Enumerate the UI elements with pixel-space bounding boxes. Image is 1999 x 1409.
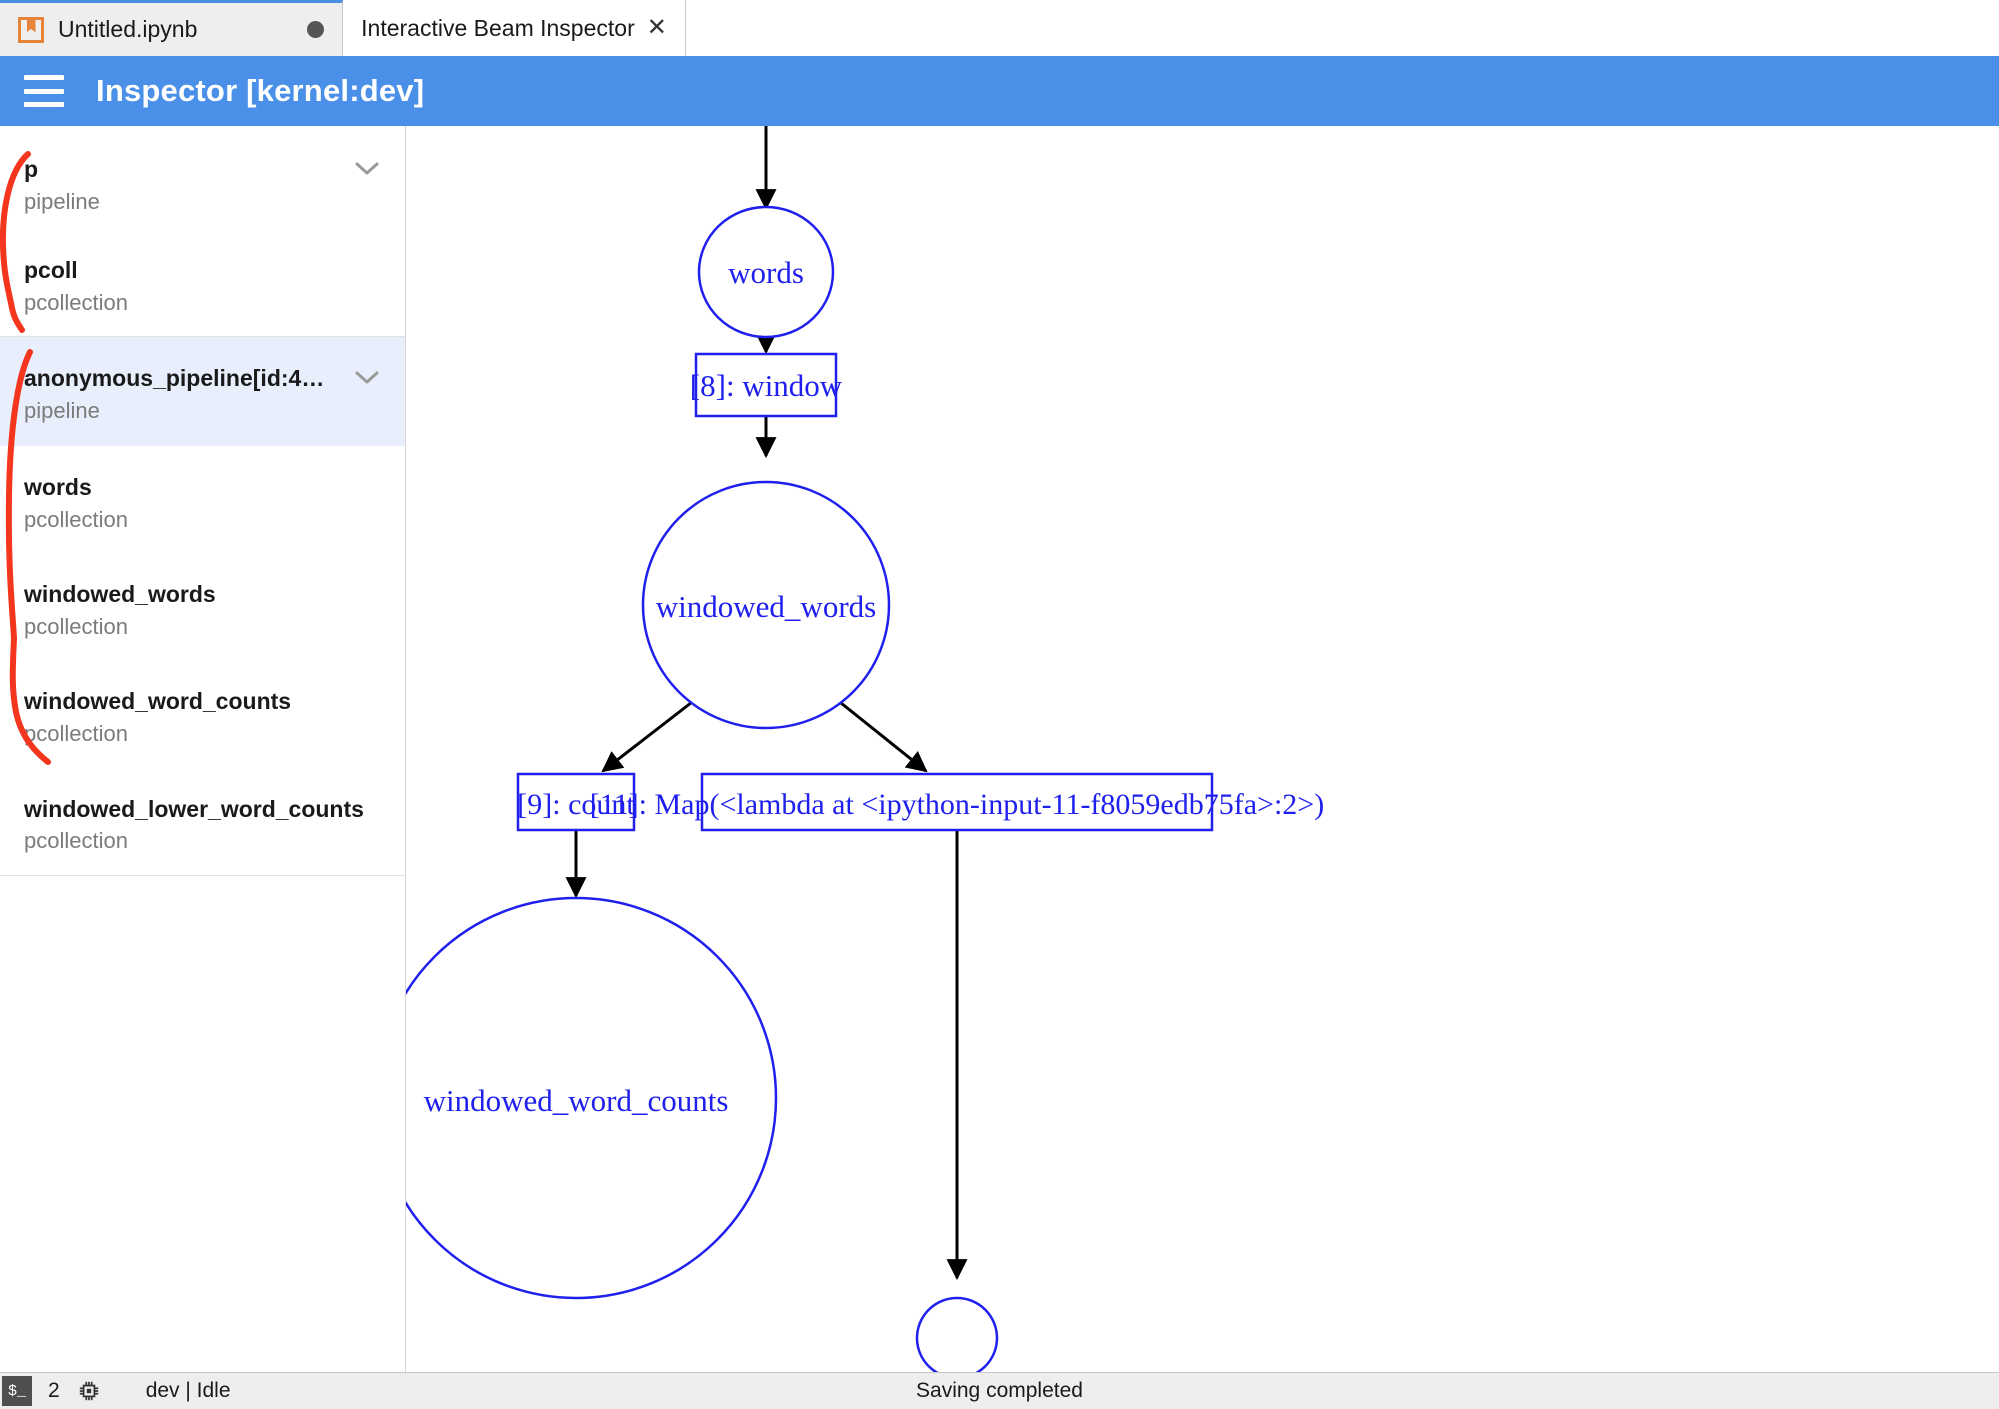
sidebar-item-p-type: pipeline [24,188,100,214]
sidebar-item-pcoll[interactable]: pcoll pcollection [0,235,405,336]
sidebar-item-anonymous-pipeline[interactable]: anonymous_pipeline[id:44516… pipeline [0,337,405,447]
graph-node-window-label: [8]: window [690,368,843,403]
sidebar-group-0: p pipeline pcoll pcollection [0,126,405,338]
sidebar-item-windowed-lower-word-counts-type: pcollection [24,828,128,854]
sidebar-item-windowed-words-type: pcollection [24,613,128,639]
edge-windowed-words-to-map [835,697,928,773]
sidebar-item-windowed-word-counts-name: windowed_word_counts [24,688,292,715]
pipeline-graph-canvas[interactable]: words [8]: window windowed_words [9]: co… [406,126,1999,1372]
graph-node-map-label: [11]: Map(<lambda at <ipython-input-11-f… [590,788,1324,821]
sidebar-item-windowed-word-counts-type: pcollection [24,721,128,747]
hamburger-bar-1 [24,75,64,80]
sidebar-item-windowed-lower-word-counts[interactable]: windowed_lower_word_counts pcollection [0,768,405,875]
sidebar-item-windowed-words[interactable]: windowed_words pcollection [0,553,405,660]
pipeline-dag: words [8]: window windowed_words [9]: co… [406,126,1324,1372]
graph-node-windowed-word-counts-label: windowed_word_counts [424,1083,729,1118]
graph-node-windowed-words[interactable]: windowed_words [641,480,891,730]
graph-node-count-label: [9]: count [517,788,635,821]
tab-inspector-label: Interactive Beam Inspector [361,14,635,41]
sidebar-item-p-name: p [24,156,39,182]
sidebar-item-words-name: words [24,474,92,501]
inspectables-sidebar: p pipeline pcoll pcollection anonymous_p… [0,126,406,1372]
graph-node-lower-counts[interactable] [915,1296,999,1372]
graph-node-windowed-words-label: windowed_words [656,589,876,624]
sidebar-item-anonymous-pipeline-type: pipeline [24,397,100,423]
hamburger-bar-3 [24,102,64,107]
sidebar-item-pcoll-type: pcollection [24,289,128,315]
graph-node-window[interactable]: [8]: window [690,352,843,418]
tab-untitled-label: Untitled.ipynb [58,16,198,42]
status-bar: $_ 2 dev | Idle Saving completed [0,1372,1999,1409]
page-title: Inspector [kernel:dev] [96,73,425,108]
graph-node-windowed-word-counts[interactable]: windowed_word_counts [406,896,778,1300]
sidebar-item-windowed-word-counts[interactable]: windowed_word_counts pcollection [0,660,405,767]
sidebar-item-pcoll-name: pcoll [24,257,78,284]
close-icon[interactable]: ✕ [646,14,667,41]
unsaved-dot-icon[interactable] [307,21,324,38]
status-bar-left: $_ 2 dev | Idle [0,1376,231,1406]
notebook-icon [18,16,44,43]
cpu-icon[interactable] [76,1378,102,1404]
status-message: Saving completed [916,1379,1083,1402]
sidebar-group-1: anonymous_pipeline[id:44516… pipeline wo… [0,337,405,876]
sidebar-item-p[interactable]: p pipeline [0,126,405,235]
tab-untitled-left: Untitled.ipynb [18,16,197,43]
kernel-status[interactable]: dev | Idle [145,1379,231,1402]
graph-node-map[interactable]: [11]: Map(<lambda at <ipython-input-11-f… [590,772,1324,832]
main-content: p pipeline pcoll pcollection anonymous_p… [0,126,1999,1372]
tab-interactive-beam-inspector[interactable]: Interactive Beam Inspector ✕ [343,0,686,56]
sidebar-item-windowed-words-name: windowed_words [24,581,216,608]
graph-node-words[interactable]: words [697,205,835,339]
tab-untitled-notebook[interactable]: Untitled.ipynb [0,0,343,56]
graph-node-count[interactable]: [9]: count [516,772,635,832]
terminal-icon[interactable]: $_ [2,1376,32,1406]
terminal-count: 2 [48,1379,60,1402]
hamburger-icon[interactable] [24,75,64,107]
edge-windowed-words-to-count [601,697,697,773]
sidebar-item-anonymous-pipeline-name: anonymous_pipeline[id:44516… [24,365,376,392]
hamburger-bar-2 [24,88,64,94]
chevron-down-icon[interactable] [355,162,379,176]
sidebar-item-words-type: pcollection [24,506,128,532]
graph-node-words-label: words [728,255,804,290]
tab-bar: Untitled.ipynb Interactive Beam Inspecto… [0,0,1999,57]
sidebar-item-windowed-lower-word-counts-name: windowed_lower_word_counts [24,795,364,822]
chevron-down-icon[interactable] [355,371,379,385]
inspector-header: Inspector [kernel:dev] [0,56,1999,126]
sidebar-item-words[interactable]: words pcollection [0,446,405,553]
